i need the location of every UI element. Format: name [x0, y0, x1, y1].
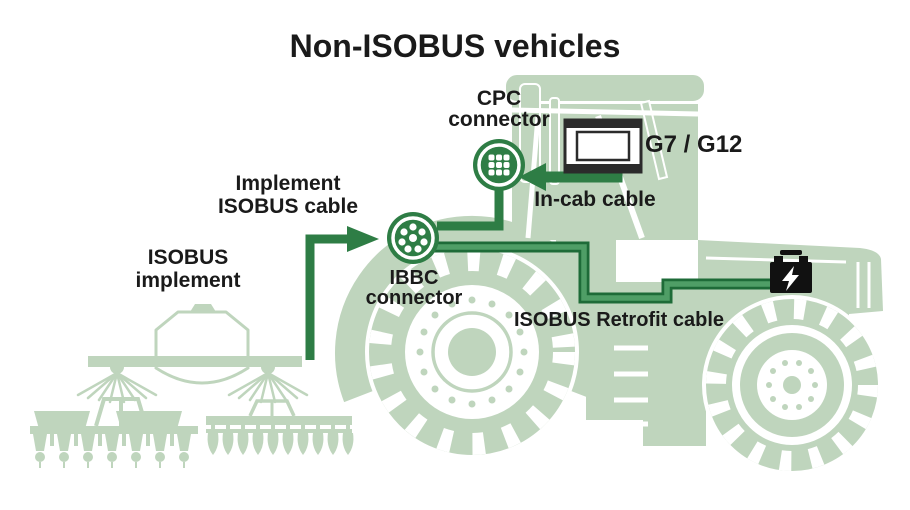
battery-icon	[770, 250, 812, 293]
planter-implement-silhouette	[30, 397, 198, 468]
ibbc-connector-icon	[387, 212, 439, 264]
cpc-ibbc-cable-line	[437, 188, 504, 231]
seeder-implement-silhouette	[206, 399, 354, 455]
seeder-tines	[207, 425, 354, 455]
planter-row-units	[33, 434, 191, 468]
sprayer-implement-silhouette	[76, 304, 309, 404]
tractor-front-wheel	[702, 295, 882, 475]
diagram-title: Non-ISOBUS vehicles	[289, 28, 621, 64]
tractor-rear-wheel	[365, 245, 579, 459]
implement-cable-arrow	[305, 226, 379, 360]
retrofit-cable-line	[425, 241, 772, 304]
lightning-bolt-icon	[782, 266, 799, 291]
g7-g12-label: G7 / G12	[645, 131, 743, 158]
terminal-display-icon	[563, 118, 643, 174]
spray-fan-right	[227, 371, 309, 404]
implement-isobus-cable-label: Implement ISOBUS cable	[217, 172, 359, 218]
spray-fan-left	[76, 371, 158, 404]
isobus-retrofit-cable-label: ISOBUS Retrofit cable	[513, 309, 725, 331]
cpc-connector-icon	[473, 139, 525, 191]
in-cab-cable-label: In-cab cable	[534, 188, 656, 211]
cpc-connector-label: CPC connector	[448, 87, 550, 131]
ibbc-connector-label: IBBC connector	[365, 267, 463, 309]
isobus-implement-label: ISOBUS implement	[135, 246, 241, 292]
